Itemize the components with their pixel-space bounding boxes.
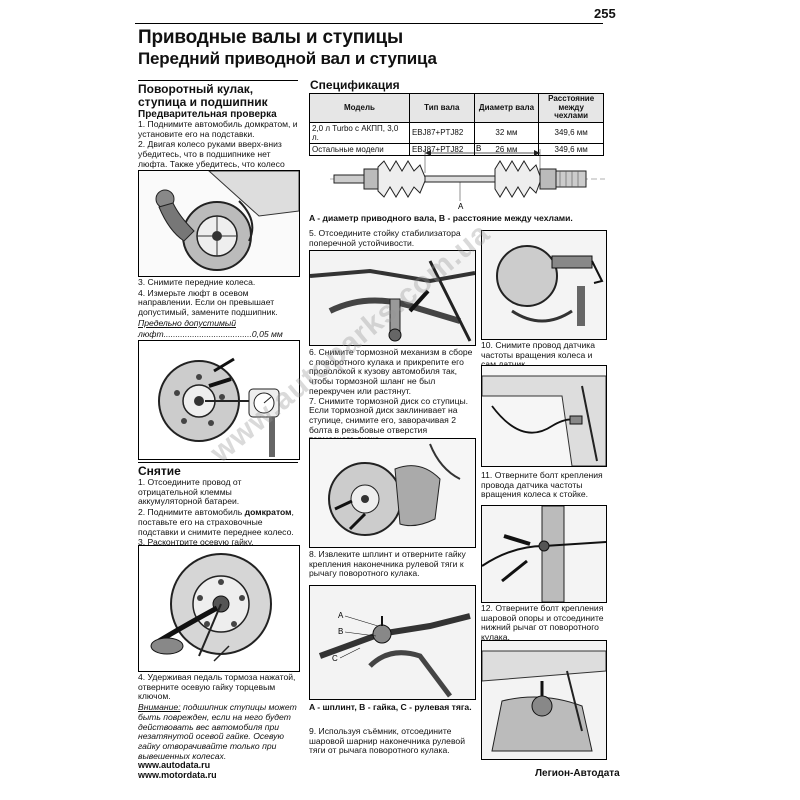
- table-cell: Остальные модели: [309, 142, 410, 156]
- figure-brake-disc: [309, 438, 476, 548]
- left-column-removal: Снятие 1. Отсоедините провод от отрицате…: [138, 462, 298, 549]
- warning-note: Внимание: подшипник ступицы может быть п…: [138, 702, 298, 761]
- publisher-brand: Легион-Автодата: [535, 768, 620, 779]
- figure-axial-play: [138, 340, 300, 460]
- figure-sensor-wire: [481, 365, 607, 467]
- removal-step-2: 2. Поднимите автомобиль домкратом, поста…: [138, 507, 298, 537]
- left-column-mid: 3. Снимите передние колеса. 4. Измерьте …: [138, 277, 298, 340]
- section-title-knuckle: Поворотный кулак, ступица и подшипник: [138, 82, 268, 109]
- limit-value: 0,05 мм: [251, 328, 283, 339]
- right-step-12: 12. Отверните болт крепления шаровой опо…: [481, 603, 605, 643]
- figure-drive-shaft: B A: [330, 143, 605, 211]
- shaft-label-a: A: [458, 202, 464, 211]
- step-11: 11. Отверните болт крепления провода дат…: [481, 470, 603, 500]
- step-6: 6. Снимите тормозной механизм в сборе с …: [309, 347, 473, 396]
- footer-sites: www.autodata.ru www.motordata.ru: [138, 760, 217, 780]
- limit-line: люфт....................................…: [138, 328, 283, 339]
- footer-site-autodata: www.autodata.ru: [138, 760, 211, 770]
- step-4: 4. Измерьте люфт в осевом направлении. Е…: [138, 287, 278, 318]
- limit-label: Предельно допустимый: [138, 317, 236, 328]
- spec-header-distance: Расстояние между чехлами: [538, 93, 604, 123]
- step-12: 12. Отверните болт крепления шаровой опо…: [481, 603, 604, 643]
- right-step-11: 11. Отверните болт крепления провода дат…: [481, 470, 605, 500]
- removal-step-3: 3. Расконтрите осевую гайку.: [138, 537, 254, 548]
- table-cell: EBJ87+PTJ82: [408, 121, 475, 144]
- mid-step-9: 9. Используя съёмник, отсоедините шарово…: [309, 726, 474, 756]
- right-step-10: 10. Снимите провод датчика частоты враще…: [481, 340, 605, 370]
- page-title: Приводные валы и ступицы: [138, 27, 404, 48]
- removal-step-2-c: , поставьте его на страховочные подставк…: [138, 507, 294, 537]
- table-row: Остальные модели EBJ87+PTJ82 26 мм 349,6…: [309, 142, 604, 156]
- table-row: 2,0 л Turbo с АКПП, 3,0 л. EBJ87+PTJ82 3…: [309, 121, 604, 144]
- fig8-label-b: B: [338, 627, 343, 636]
- step-8: 8. Извлеките шплинт и отверните гайку кр…: [309, 549, 466, 579]
- spec-header-model: Модель: [309, 93, 410, 123]
- spec-header-shaft-type: Тип вала: [408, 93, 475, 123]
- step-9: 9. Используя съёмник, отсоедините шарово…: [309, 726, 466, 756]
- page-subtitle: Передний приводной вал и ступица: [138, 49, 437, 68]
- section-rule: [138, 462, 298, 463]
- step-1: 1. Поднимите автомобиль домкратом, и уст…: [138, 119, 298, 139]
- fig8-label-a: A: [338, 611, 344, 620]
- header-rule: [135, 23, 603, 24]
- table-cell: 349,6 мм: [538, 121, 604, 144]
- table-cell: 349,6 мм: [538, 142, 604, 156]
- fig8-caption: A - шплинт, B - гайка, C - рулевая тяга.: [309, 702, 472, 712]
- spec-header-diameter: Диаметр вала: [473, 93, 540, 123]
- left-column-top: Поворотный кулак, ступица и подшипник Пр…: [138, 80, 298, 180]
- section-rule: [138, 80, 298, 81]
- figure-wheel-check: [138, 170, 300, 277]
- warning-text: подшипник ступицы может быть поврежден, …: [138, 702, 297, 761]
- figure-tie-rod: A B C: [309, 585, 476, 700]
- step-10: 10. Снимите провод датчика частоты враще…: [481, 340, 596, 369]
- shaft-label-b: B: [476, 144, 481, 153]
- mid-step-8: 8. Извлеките шплинт и отверните гайку кр…: [309, 549, 474, 579]
- removal-step-2-b: домкратом: [244, 507, 292, 518]
- page-number: 255: [594, 6, 616, 21]
- shaft-caption: A - диаметр приводного вала, B - расстоя…: [309, 213, 573, 223]
- removal-step-2-a: 2. Поднимите автомобиль: [138, 507, 245, 518]
- left-column-bottom: 4. Удерживая педаль тормоза нажатой, отв…: [138, 672, 298, 762]
- figure-axle-nut: [138, 545, 300, 672]
- limit-word: люфт: [138, 328, 164, 339]
- fig8-label-c: C: [332, 654, 338, 663]
- footer-site-motordata: www.motordata.ru: [138, 770, 217, 780]
- step-3: 3. Снимите передние колеса.: [138, 277, 256, 287]
- spec-table: Модель Тип вала Диаметр вала Расстояние …: [309, 93, 604, 156]
- figure-stabilizer: [309, 250, 476, 346]
- spec-title: Спецификация: [310, 78, 400, 92]
- figure-wire-bolt: [481, 505, 607, 603]
- table-cell: EBJ87+PTJ82: [408, 142, 475, 156]
- figure-speed-sensor: [481, 230, 607, 340]
- step-5: 5. Отсоедините стойку стабилизатора попе…: [309, 228, 461, 248]
- spec-header-row: Модель Тип вала Диаметр вала Расстояние …: [309, 93, 604, 123]
- table-cell: 32 мм: [473, 121, 540, 144]
- removal-step-1: 1. Отсоедините провод от отрицательной к…: [138, 477, 242, 507]
- warning-label: Внимание:: [138, 702, 181, 713]
- section-title-removal: Снятие: [138, 464, 181, 478]
- mid-steps-6-7: 6. Снимите тормозной механизм в сборе с …: [309, 347, 474, 445]
- figure-ball-joint: [481, 640, 607, 760]
- subsection-title-check: Предварительная проверка: [138, 109, 277, 120]
- removal-step-4: 4. Удерживая педаль тормоза нажатой, отв…: [138, 672, 296, 702]
- mid-step-5: 5. Отсоедините стойку стабилизатора попе…: [309, 228, 474, 248]
- table-cell: 2,0 л Turbo с АКПП, 3,0 л.: [309, 121, 410, 144]
